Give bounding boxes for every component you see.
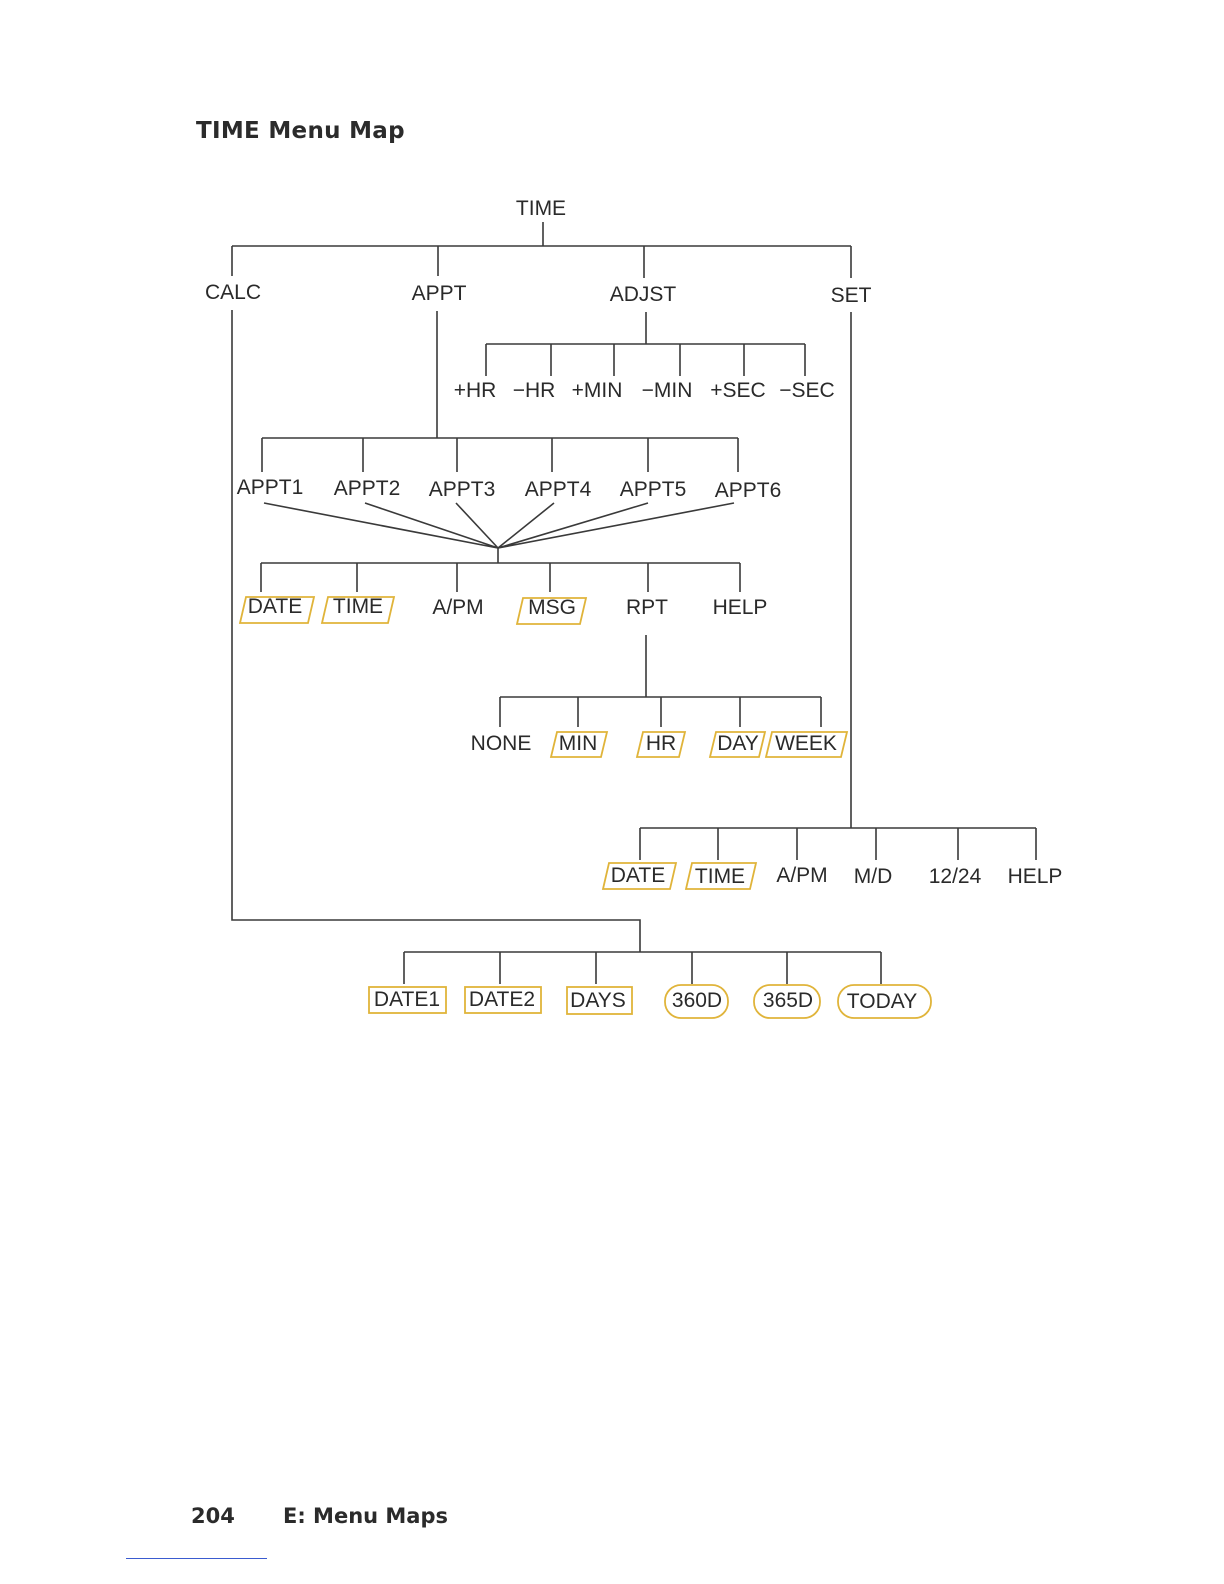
node-appt1: APPT1	[237, 476, 304, 499]
node-set-time: TIME	[695, 865, 745, 888]
connector-root	[232, 222, 851, 278]
node-appt2: APPT2	[334, 477, 401, 500]
node-calc-360d: 360D	[672, 989, 722, 1012]
node-labels: TIME CALC APPT ADJST SET +HR −HR +MIN −M…	[205, 197, 1062, 1013]
node-rpt-week: WEEK	[775, 732, 837, 755]
node-calc-days: DAYS	[570, 989, 626, 1012]
node-appt-msg: MSG	[528, 596, 576, 619]
node-calc-date2: DATE2	[469, 988, 535, 1011]
section-title: E: Menu Maps	[283, 1504, 448, 1528]
node-root: TIME	[516, 197, 566, 220]
node-appt-time: TIME	[333, 595, 383, 618]
node-rpt-none: NONE	[471, 732, 532, 755]
node-minus-hr: −HR	[513, 379, 556, 402]
node-plus-hr: +HR	[454, 379, 497, 402]
node-rpt-min: MIN	[559, 732, 598, 755]
node-rpt-day: DAY	[717, 732, 759, 755]
node-set-help: HELP	[1008, 865, 1063, 888]
node-set-1224: 12/24	[929, 865, 982, 888]
highlight-boxes	[240, 597, 931, 1018]
connector-appt-converge	[264, 503, 734, 548]
node-appt-help: HELP	[713, 596, 768, 619]
node-calc-date1: DATE1	[374, 988, 440, 1011]
connector-adjst	[486, 312, 805, 376]
footer-rule	[126, 1558, 267, 1559]
node-appt6: APPT6	[715, 479, 782, 502]
node-set-date: DATE	[611, 864, 665, 887]
node-appt3: APPT3	[429, 478, 496, 501]
node-plus-min: +MIN	[572, 379, 623, 402]
node-calc: CALC	[205, 281, 261, 304]
node-appt5: APPT5	[620, 478, 687, 501]
node-set: SET	[831, 284, 872, 307]
node-calc-365d: 365D	[763, 989, 813, 1012]
connector-appt-submenu	[261, 548, 740, 592]
node-minus-min: −MIN	[642, 379, 693, 402]
connector-rpt	[500, 635, 821, 727]
node-appt-date: DATE	[248, 595, 302, 618]
node-appt: APPT	[412, 282, 467, 305]
node-rpt-hr: HR	[646, 732, 676, 755]
node-adjst: ADJST	[610, 283, 677, 306]
node-appt-apm: A/PM	[432, 596, 483, 619]
page-number: 204	[191, 1504, 235, 1528]
node-minus-sec: −SEC	[779, 379, 834, 402]
node-appt-rpt: RPT	[626, 596, 668, 619]
node-plus-sec: +SEC	[710, 379, 765, 402]
node-calc-today: TODAY	[847, 990, 917, 1013]
connector-set	[640, 312, 1036, 860]
node-appt4: APPT4	[525, 478, 592, 501]
node-set-md: M/D	[854, 865, 893, 888]
node-set-apm: A/PM	[776, 864, 827, 887]
